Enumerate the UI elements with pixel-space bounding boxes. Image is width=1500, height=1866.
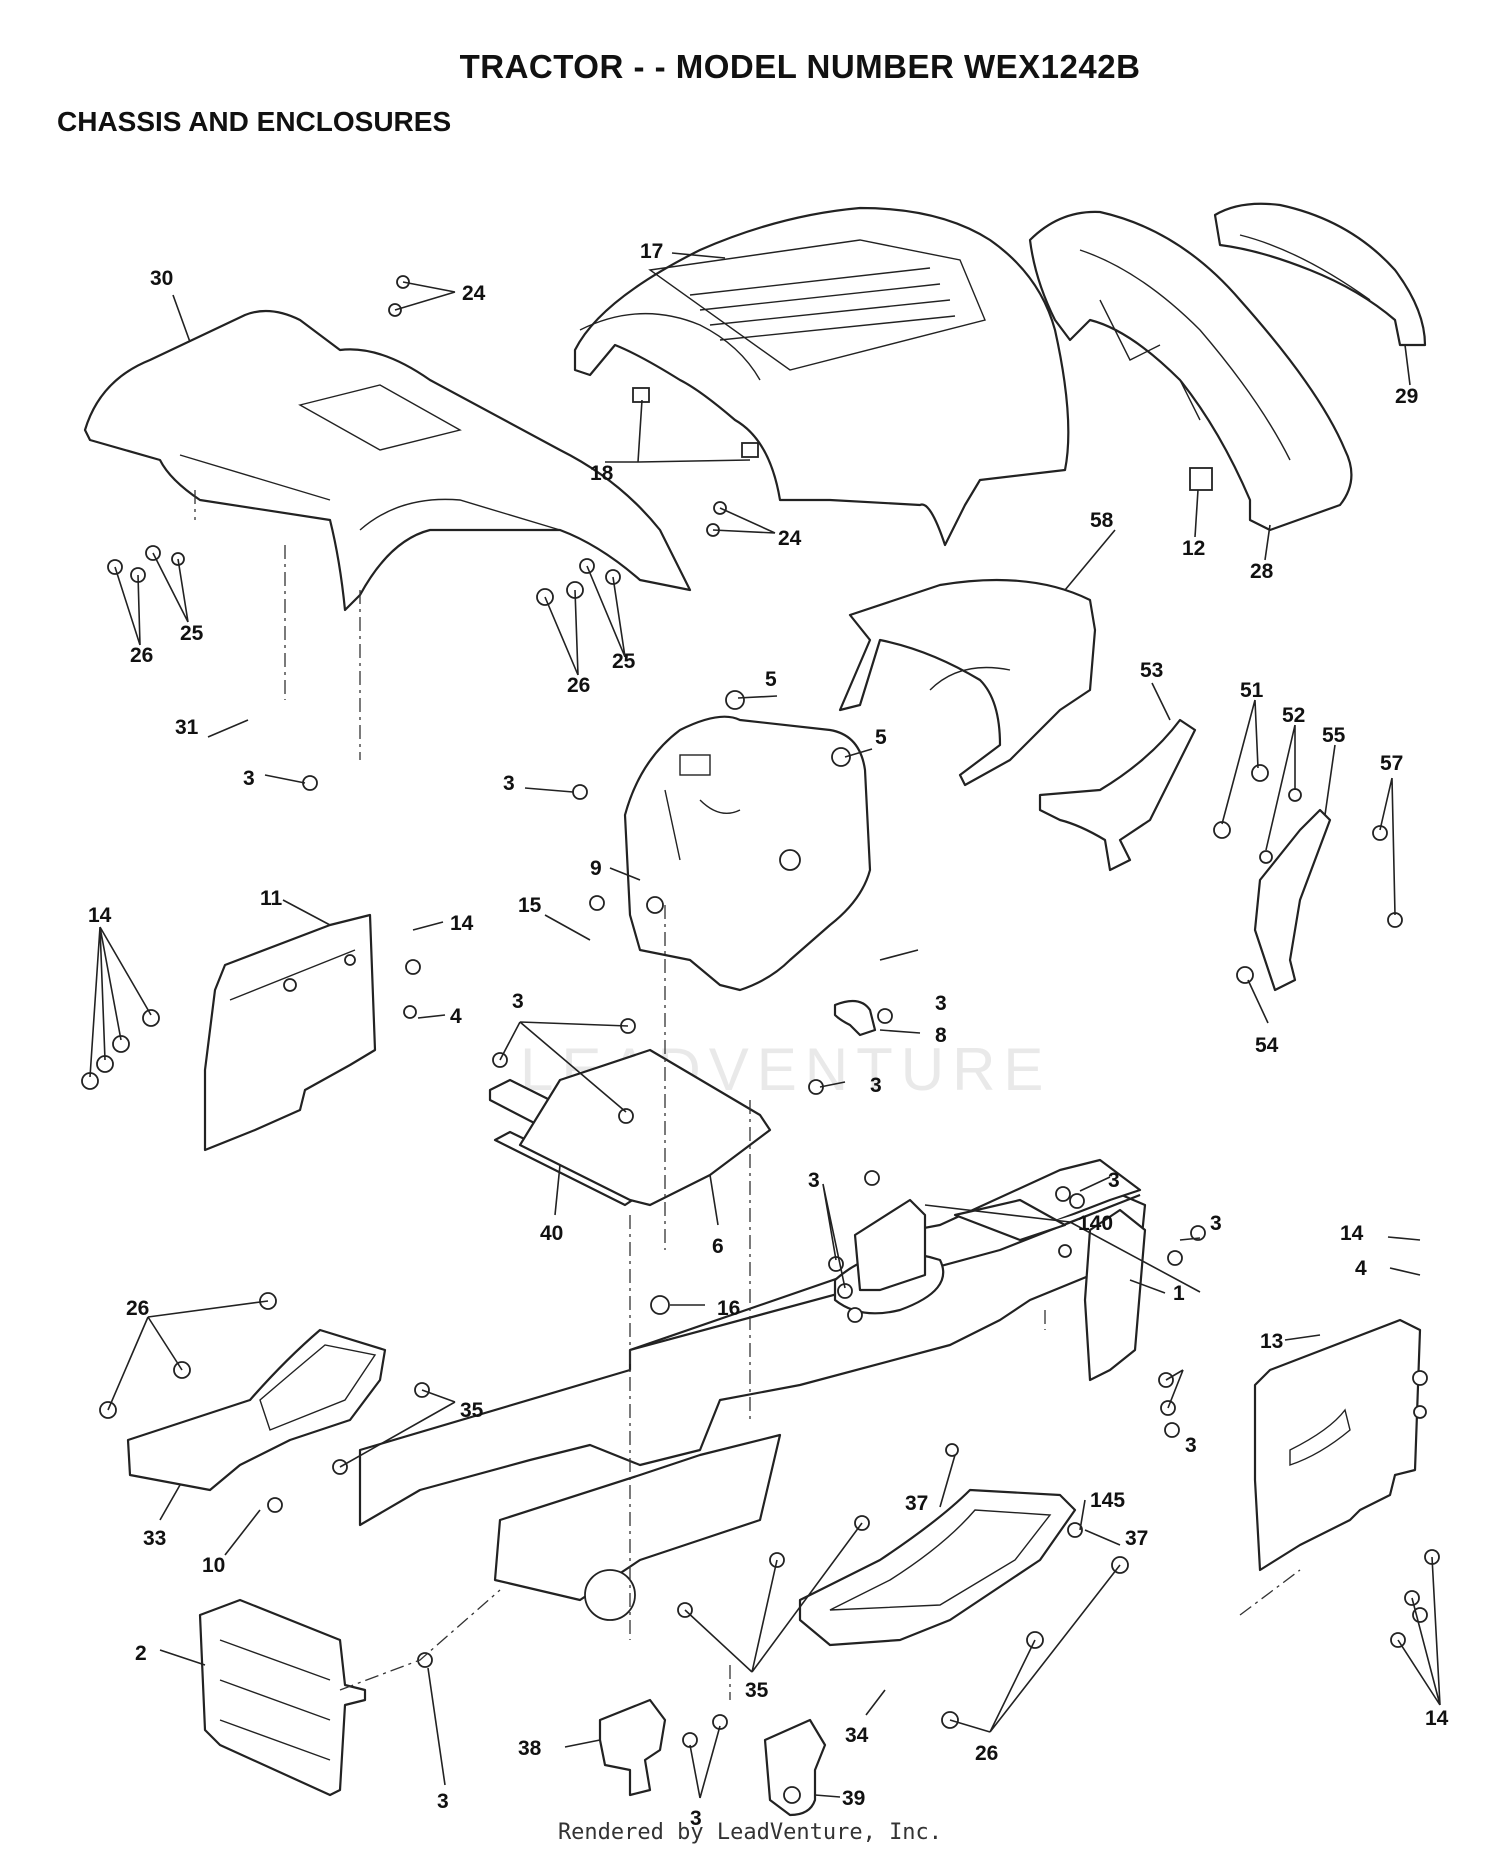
- callout-1: 1: [1173, 1282, 1185, 1305]
- callout-3: 3: [1185, 1434, 1197, 1457]
- callout-39: 39: [842, 1787, 865, 1810]
- callout-26: 26: [567, 674, 590, 697]
- part-140-bracket[interactable]: [853, 1198, 927, 1292]
- callout-29: 29: [1395, 385, 1418, 408]
- alignment-lines: [194, 490, 1301, 1700]
- callout-25: 25: [612, 650, 636, 673]
- callout-14: 14: [1425, 1707, 1449, 1730]
- part-11-side-plate-left[interactable]: [203, 913, 377, 1152]
- callout-35: 35: [460, 1399, 484, 1422]
- callout-58: 58: [1090, 509, 1114, 532]
- part-38-bracket[interactable]: [598, 1698, 667, 1797]
- callout-28: 28: [1250, 560, 1274, 583]
- callout-5: 5: [765, 668, 777, 691]
- callout-11: 11: [260, 887, 283, 910]
- callout-54: 54: [1255, 1034, 1279, 1057]
- callout-labels: 30 24 17 18 24 29 12 28 58 25 26 25 26 5…: [88, 240, 1449, 1830]
- callout-16: 16: [717, 1297, 740, 1320]
- callout-3: 3: [808, 1169, 820, 1192]
- part-55-bracket[interactable]: [1253, 808, 1332, 992]
- callout-3: 3: [690, 1807, 702, 1830]
- part-12-clip[interactable]: [1189, 467, 1213, 491]
- callout-9: 9: [590, 857, 602, 880]
- footer-credit: Rendered by LeadVenture, Inc.: [557, 1820, 943, 1845]
- callout-18: 18: [590, 462, 614, 485]
- part-39-bracket[interactable]: [763, 1718, 827, 1817]
- callout-12: 12: [1182, 537, 1205, 560]
- callout-3: 3: [1108, 1169, 1120, 1192]
- callout-52: 52: [1282, 704, 1305, 727]
- callout-5: 5: [875, 726, 887, 749]
- part-18-bumpers[interactable]: [632, 387, 759, 458]
- callout-3: 3: [503, 772, 515, 795]
- callout-145: 145: [1090, 1489, 1125, 1512]
- callout-25: 25: [180, 622, 204, 645]
- part-30-fender[interactable]: [83, 309, 692, 612]
- section-subtitle: CHASSIS AND ENCLOSURES: [57, 106, 452, 137]
- callout-57: 57: [1380, 752, 1403, 775]
- callout-13: 13: [1260, 1330, 1283, 1353]
- callout-6: 6: [712, 1235, 724, 1258]
- callout-26: 26: [975, 1742, 998, 1765]
- callout-14: 14: [1340, 1222, 1364, 1245]
- callout-30: 30: [150, 267, 173, 290]
- callout-31: 31: [175, 716, 199, 739]
- callout-17: 17: [640, 240, 663, 263]
- callout-3: 3: [935, 992, 947, 1015]
- callout-10: 10: [202, 1554, 225, 1577]
- part-58-shield[interactable]: [838, 578, 1097, 787]
- callout-24: 24: [462, 282, 486, 305]
- part-34-footrest-right[interactable]: [798, 1488, 1077, 1647]
- callout-26: 26: [126, 1297, 149, 1320]
- part-53-bracket[interactable]: [1038, 718, 1197, 872]
- callout-24: 24: [778, 527, 802, 550]
- part-17-hood[interactable]: [573, 206, 1070, 547]
- callout-14: 14: [450, 912, 474, 935]
- callout-3: 3: [437, 1790, 449, 1813]
- callout-2: 2: [135, 1642, 147, 1665]
- callout-53: 53: [1140, 659, 1163, 682]
- callout-3: 3: [243, 767, 255, 790]
- leader-lines: [89, 252, 1441, 1799]
- callout-3: 3: [870, 1074, 882, 1097]
- callout-14: 14: [88, 904, 112, 927]
- part-13-side-plate-right[interactable]: [1253, 1318, 1422, 1572]
- callout-3: 3: [512, 990, 524, 1013]
- part-9-dash-panel[interactable]: [623, 715, 872, 992]
- callout-15: 15: [518, 894, 542, 917]
- part-2-front-plate[interactable]: [198, 1598, 367, 1797]
- callout-4: 4: [1355, 1257, 1367, 1280]
- callout-55: 55: [1322, 724, 1346, 747]
- callout-38: 38: [518, 1737, 542, 1760]
- page-title: TRACTOR - - MODEL NUMBER WEX1242B: [459, 48, 1141, 85]
- part-8-clip[interactable]: [833, 999, 877, 1037]
- callout-4: 4: [450, 1005, 462, 1028]
- part-28-grille-housing[interactable]: [1028, 210, 1353, 532]
- part-33-footrest-left[interactable]: [126, 1328, 387, 1492]
- callout-37: 37: [905, 1492, 928, 1515]
- callout-40: 40: [540, 1222, 563, 1245]
- callout-34: 34: [845, 1724, 869, 1747]
- callout-140: 140: [1078, 1212, 1113, 1235]
- part-29-grille[interactable]: [1213, 202, 1427, 347]
- callout-3: 3: [1210, 1212, 1222, 1235]
- callout-8: 8: [935, 1024, 947, 1047]
- callout-51: 51: [1240, 679, 1264, 702]
- callout-37: 37: [1125, 1527, 1148, 1550]
- callout-33: 33: [143, 1527, 166, 1550]
- callout-26: 26: [130, 644, 153, 667]
- callout-35: 35: [745, 1679, 769, 1702]
